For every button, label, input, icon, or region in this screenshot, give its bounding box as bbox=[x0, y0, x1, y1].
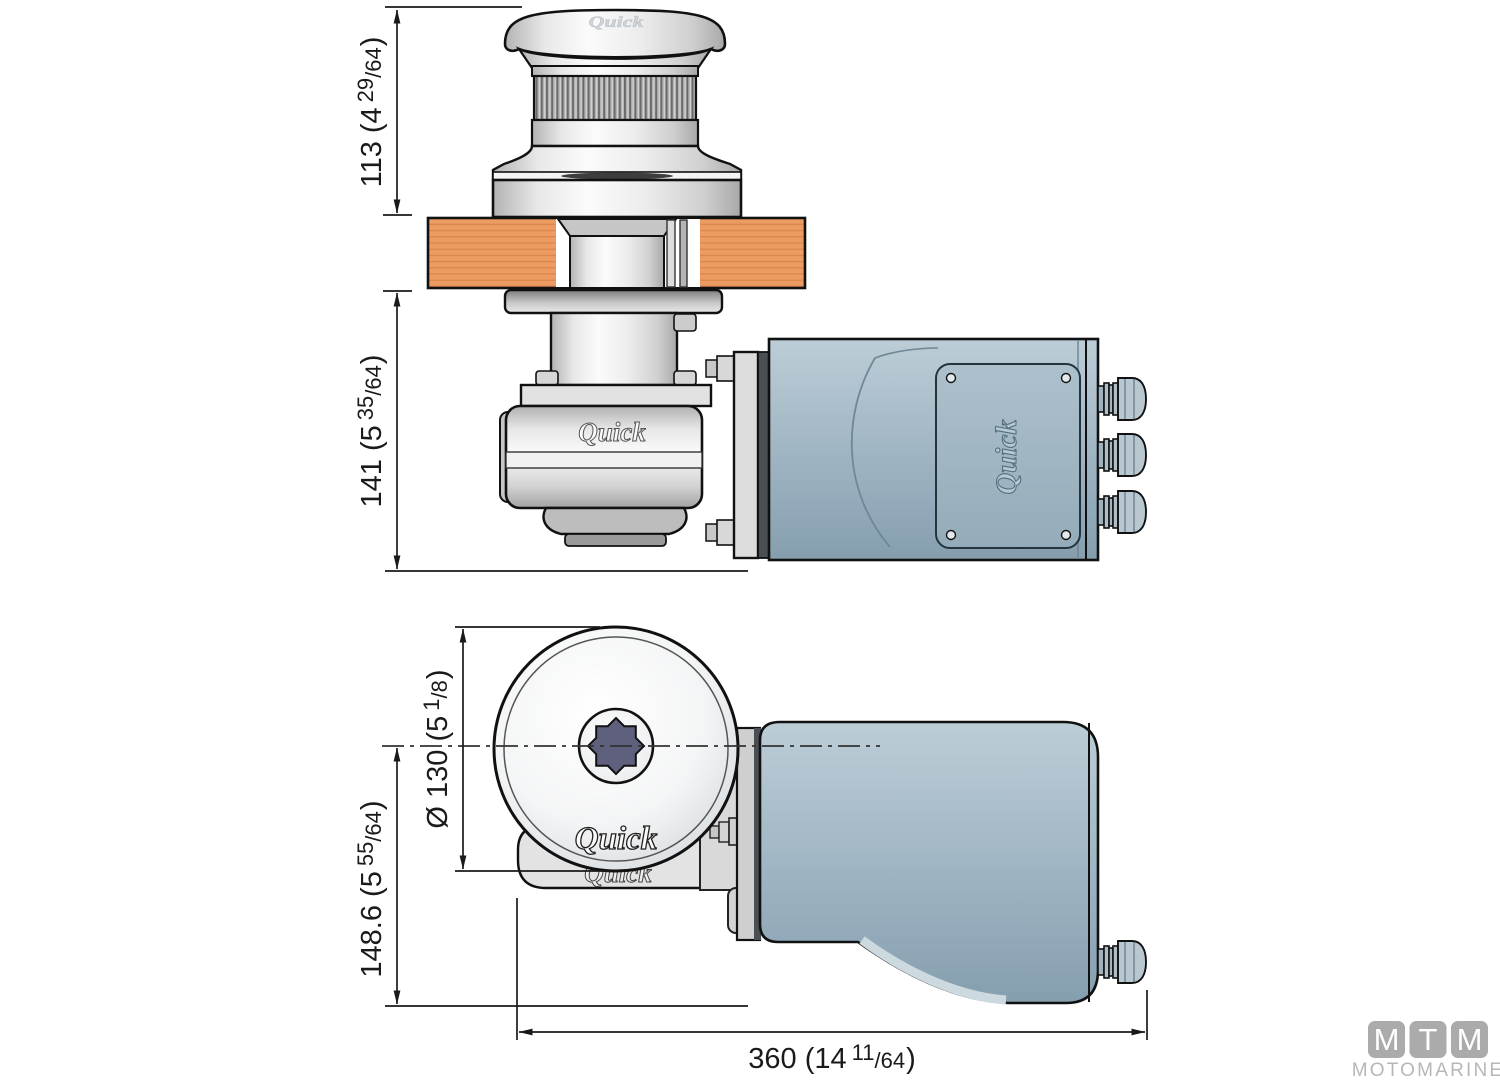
flange-bolt bbox=[673, 370, 697, 386]
flange-stud bbox=[716, 519, 736, 546]
panel-screw-icon bbox=[1060, 529, 1072, 541]
side-view: Quick Quick bbox=[353, 6, 1147, 572]
dimension-141 bbox=[383, 290, 748, 572]
mtm-square bbox=[1451, 1021, 1488, 1058]
housing-styling-line bbox=[874, 347, 939, 359]
gearbox-neck bbox=[549, 311, 679, 387]
dimension-130-label: Ø 130 (51/8) bbox=[419, 669, 454, 828]
motor-flange-front-edge bbox=[754, 728, 761, 940]
tie-rod bbox=[679, 219, 688, 288]
dimension-130 bbox=[455, 626, 610, 872]
motor-housing-side: Quick bbox=[767, 337, 1147, 562]
tie-rod bbox=[666, 219, 676, 288]
mtm-square bbox=[1409, 1021, 1447, 1058]
gearbox-bottom-cover bbox=[542, 506, 688, 536]
housing-highlight bbox=[859, 936, 1007, 1005]
dimension-113-label: 113 (429/64) bbox=[353, 37, 388, 188]
motomarine-text: MOTOMARINE bbox=[1352, 1060, 1500, 1080]
cable-gland-icon bbox=[1097, 490, 1147, 534]
motor-housing-front bbox=[758, 720, 1147, 1005]
flange-stud bbox=[716, 355, 736, 382]
mtm-square bbox=[1368, 1021, 1405, 1058]
housing-styling-line bbox=[850, 357, 891, 548]
panel-screw-icon bbox=[945, 372, 957, 384]
cable-gland-icon bbox=[1097, 940, 1147, 984]
cable-gland-icon bbox=[1097, 377, 1147, 421]
dimension-148-label: 148.6 (555/64) bbox=[353, 800, 388, 977]
deck-shaft bbox=[556, 218, 700, 289]
motor-cover-panel bbox=[935, 363, 1081, 549]
deck-washer-plate bbox=[503, 288, 724, 315]
mtm-motomarine-logo: M T M MOTOMARINE bbox=[1352, 1021, 1500, 1080]
gearbox-rib bbox=[505, 451, 703, 469]
dimension-148 bbox=[385, 747, 748, 1007]
motor-flange-side bbox=[705, 350, 770, 560]
drum-face: Quick bbox=[492, 625, 740, 873]
gearbox-foot bbox=[564, 533, 667, 547]
gearbox-top-flange bbox=[519, 383, 713, 408]
dimension-113 bbox=[383, 6, 522, 216]
mtm-letter: T bbox=[1419, 1022, 1438, 1057]
capstan-drum: Quick bbox=[491, 8, 743, 219]
flange-bolt bbox=[535, 370, 559, 386]
front-view: Quick Quick bbox=[353, 625, 1148, 1075]
dimension-360 bbox=[516, 898, 1148, 1040]
mtm-letter: M bbox=[1374, 1022, 1400, 1057]
quick-logo-drum-face: Quick bbox=[575, 821, 658, 857]
quick-logo-drum-top: Quick bbox=[589, 14, 644, 31]
mtm-letter: M bbox=[1457, 1022, 1483, 1057]
panel-screw-icon bbox=[945, 529, 957, 541]
panel-screw-icon bbox=[1060, 372, 1072, 384]
quick-logo-motor-panel: Quick bbox=[990, 420, 1023, 495]
quick-logo-gearbox: Quick bbox=[578, 417, 646, 447]
gearbox-side: Quick bbox=[499, 288, 724, 547]
cable-gland-icon bbox=[1097, 433, 1147, 477]
stud-bolt bbox=[673, 313, 697, 332]
dimension-141-label: 141 (535/64) bbox=[353, 355, 388, 508]
